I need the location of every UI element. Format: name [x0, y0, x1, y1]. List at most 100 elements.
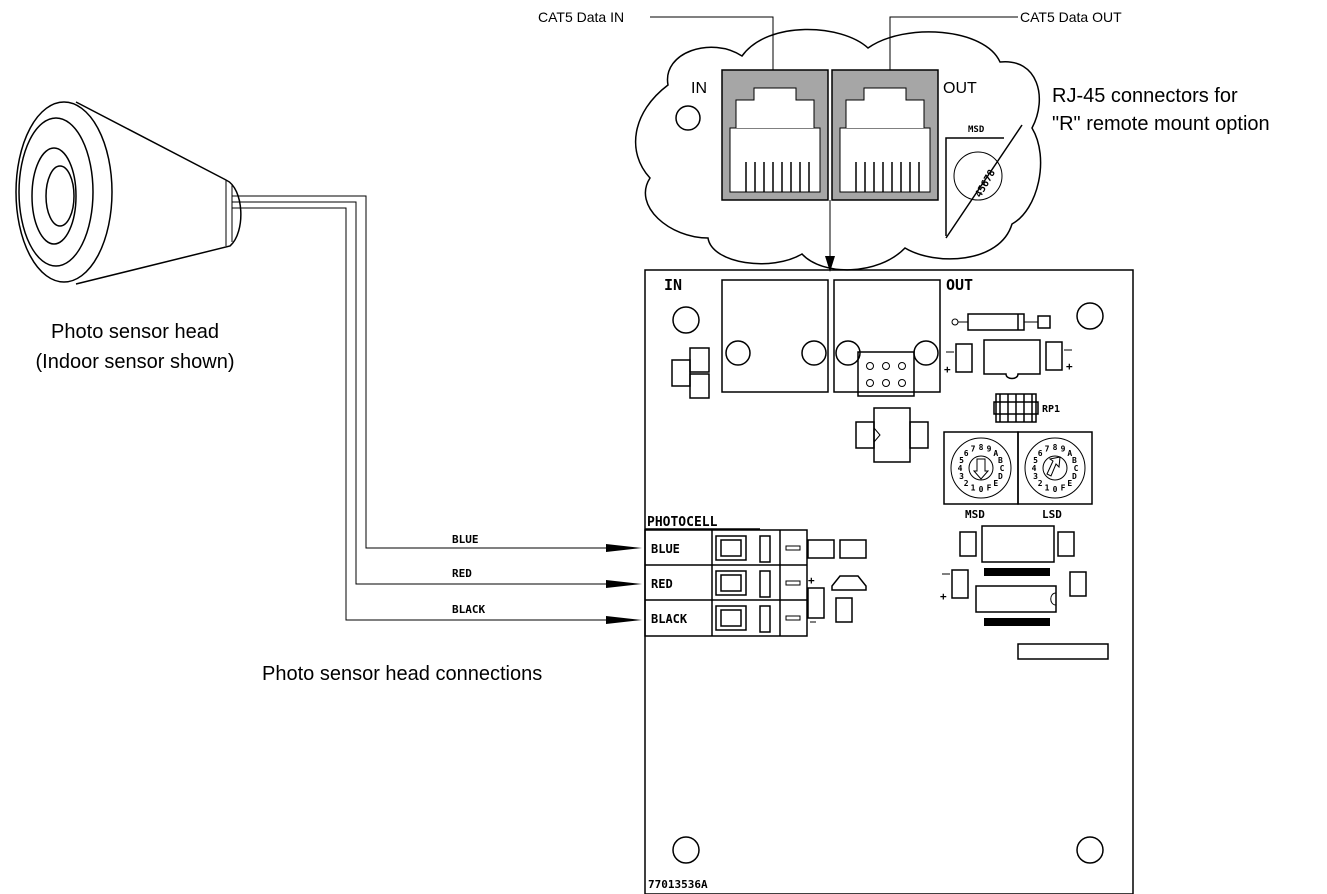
rotary-digit: 0	[979, 485, 984, 494]
cat5-in-leader	[650, 16, 774, 90]
svg-text:RP1: RP1	[1042, 404, 1060, 415]
capacitor	[807, 539, 835, 559]
cat5-out-leader	[889, 16, 1018, 90]
capacitor	[1069, 571, 1087, 597]
transistor-small	[831, 575, 867, 591]
cloud-out-label: OUT	[943, 80, 977, 97]
rotary-digit: 5	[959, 456, 964, 465]
cat5-in-label: CAT5 Data IN	[538, 9, 624, 25]
polarized-capacitor: +	[1045, 341, 1073, 373]
svg-text:MSD: MSD	[968, 125, 985, 135]
capacitor	[671, 359, 691, 387]
rotary-digit: 9	[987, 445, 992, 454]
rotary-digit: 3	[959, 472, 964, 481]
rotary-digit: 4	[1032, 464, 1037, 473]
rotary-digit: 1	[1045, 483, 1050, 492]
board-in-label: IN	[664, 276, 682, 294]
rotary-digit: 8	[979, 443, 984, 452]
rj45-note-line1: RJ-45 connectors for	[1052, 85, 1238, 107]
rotary-digit: A	[993, 449, 998, 458]
polarized-capacitor: +	[944, 343, 973, 376]
resistor-pack-rp1: RP1	[993, 393, 1060, 423]
cat5-out-label: CAT5 Data OUT	[1020, 9, 1122, 25]
rotary-digit: C	[1074, 464, 1079, 473]
svg-text:BLUE: BLUE	[452, 533, 479, 546]
capacitor	[959, 531, 977, 557]
rotary-digit: 9	[1061, 445, 1066, 454]
svg-text:LSD: LSD	[1042, 508, 1062, 521]
sensor-label-line1: Photo sensor head	[51, 321, 219, 343]
rotary-digit: E	[993, 479, 998, 488]
svg-text:+: +	[940, 590, 947, 603]
rotary-digit: B	[1072, 456, 1077, 465]
mount-hole	[672, 306, 700, 334]
svg-text:+: +	[808, 574, 815, 587]
rotary-digit: C	[1000, 464, 1005, 473]
rotary-digit: 2	[1038, 479, 1043, 488]
rotary-digit: 0	[1053, 485, 1058, 494]
terminal-black-label: BLACK	[651, 612, 688, 626]
rj45-cloud-callout: IN OUT	[634, 28, 1270, 271]
rotary-digit: 4	[958, 464, 963, 473]
ic-component	[1017, 643, 1109, 660]
mount-hole	[1076, 302, 1104, 330]
polarized-capacitor: +	[807, 574, 825, 623]
svg-text:MSD: MSD	[965, 508, 985, 521]
capacitor	[835, 597, 853, 623]
photo-sensor-head	[15, 101, 242, 285]
board-rj45-out	[833, 279, 941, 393]
rotary-digit: 6	[1038, 449, 1043, 458]
photocell-label: PHOTOCELL	[647, 515, 718, 530]
wire-blue: BLUE	[232, 195, 642, 552]
rotary-digit: 7	[971, 445, 976, 454]
rotary-digit: D	[998, 472, 1003, 481]
cloud-msd-switch: MSD 45678	[945, 124, 1023, 239]
rj45-note-line2: "R" remote mount option	[1052, 113, 1270, 135]
photocell-terminal-block: BLUE RED BLACK	[644, 529, 808, 637]
rotary-digit: A	[1067, 449, 1072, 458]
rotary-digit: 3	[1033, 472, 1038, 481]
wire-red: RED	[232, 201, 642, 588]
ic-soic	[975, 568, 1057, 626]
rotary-digit: 6	[964, 449, 969, 458]
rotary-digit: B	[998, 456, 1003, 465]
ic-chip	[981, 525, 1055, 563]
terminal-red-label: RED	[651, 577, 673, 591]
rotary-digit: 1	[971, 483, 976, 492]
regulator	[983, 339, 1041, 380]
rotary-digit: F	[987, 483, 992, 492]
callout-arrowhead	[825, 256, 835, 272]
rotary-digit: 2	[964, 479, 969, 488]
rotary-digit: D	[1072, 472, 1077, 481]
mount-hole	[1076, 836, 1104, 864]
svg-text:+: +	[944, 363, 951, 376]
rotary-digit: F	[1061, 483, 1066, 492]
circuit-board: IN OUT	[644, 269, 1134, 894]
board-out-label: OUT	[946, 276, 973, 294]
svg-text:45678: 45678	[973, 168, 998, 200]
capacitor	[689, 347, 710, 373]
cloud-rj45-out	[831, 69, 939, 201]
rotary-digit: 7	[1045, 445, 1050, 454]
cloud-in-label: IN	[691, 80, 707, 97]
rotary-digit: 5	[1033, 456, 1038, 465]
rotary-digit: E	[1067, 479, 1072, 488]
sensor-label-line2: (Indoor sensor shown)	[36, 351, 235, 373]
svg-text:+: +	[1066, 360, 1073, 373]
polarized-capacitor: +	[940, 569, 969, 603]
cloud-mount-hole	[675, 105, 701, 131]
rotary-digit: 8	[1053, 443, 1058, 452]
part-number: 77013536A	[648, 878, 708, 891]
pin-header	[857, 351, 915, 397]
capacitor	[1057, 531, 1075, 557]
transistor	[855, 407, 929, 463]
wire-black: BLACK	[232, 207, 642, 624]
mount-hole	[672, 836, 700, 864]
terminal-blue-label: BLUE	[651, 542, 680, 556]
diode	[951, 313, 1051, 331]
